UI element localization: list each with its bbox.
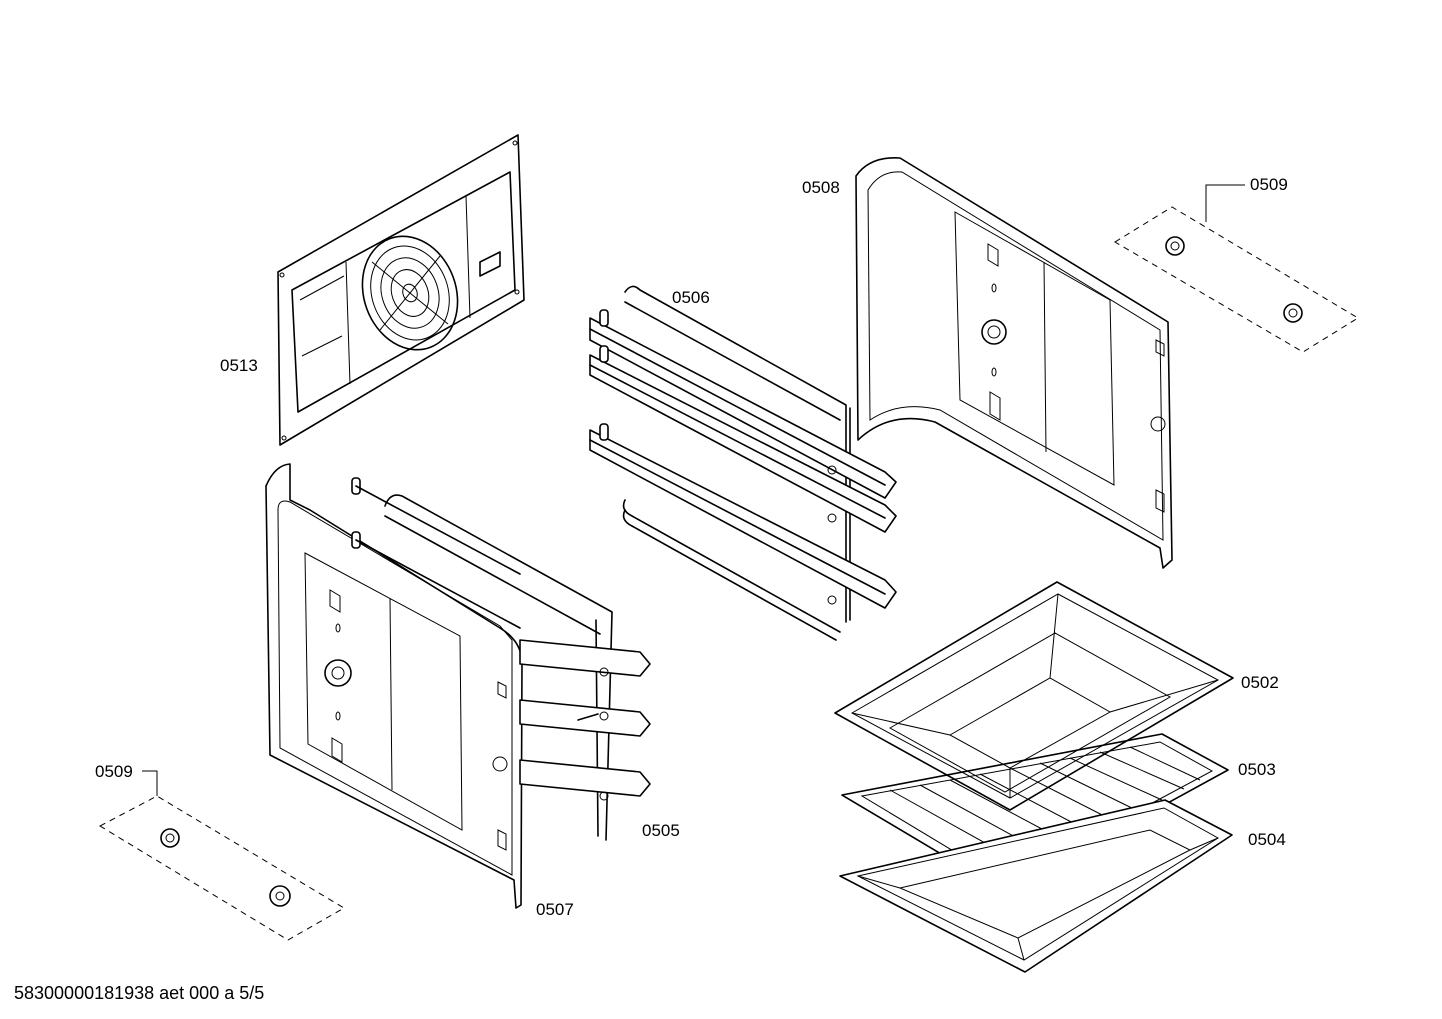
deep-baking-tray [834,581,1234,811]
label-0507: 0507 [536,900,574,919]
part-labels: 0513 0506 0508 0509 0509 0505 0507 0502 … [95,175,1288,919]
label-0503: 0503 [1238,760,1276,779]
label-0509-top: 0509 [1250,175,1288,194]
label-0502: 0502 [1241,673,1279,692]
label-0505: 0505 [642,821,680,840]
footer-code: 58300000181938 aet 000 a 5/5 [14,983,264,1003]
label-0504: 0504 [1248,830,1286,849]
upper-shelf-rail [589,285,897,641]
right-side-wall [855,157,1173,569]
flat-baking-tray [839,799,1233,973]
label-0509-bottom: 0509 [95,762,133,781]
screw-set-bottom-left [98,795,345,941]
label-0506: 0506 [672,288,710,307]
screw-set-top-right [1114,206,1359,353]
left-side-wall [265,463,523,909]
leader-lines [142,184,1245,796]
label-0513: 0513 [220,356,258,375]
lower-shelf-rail [351,477,651,841]
back-panel-with-fan [277,134,525,446]
label-0508: 0508 [802,178,840,197]
